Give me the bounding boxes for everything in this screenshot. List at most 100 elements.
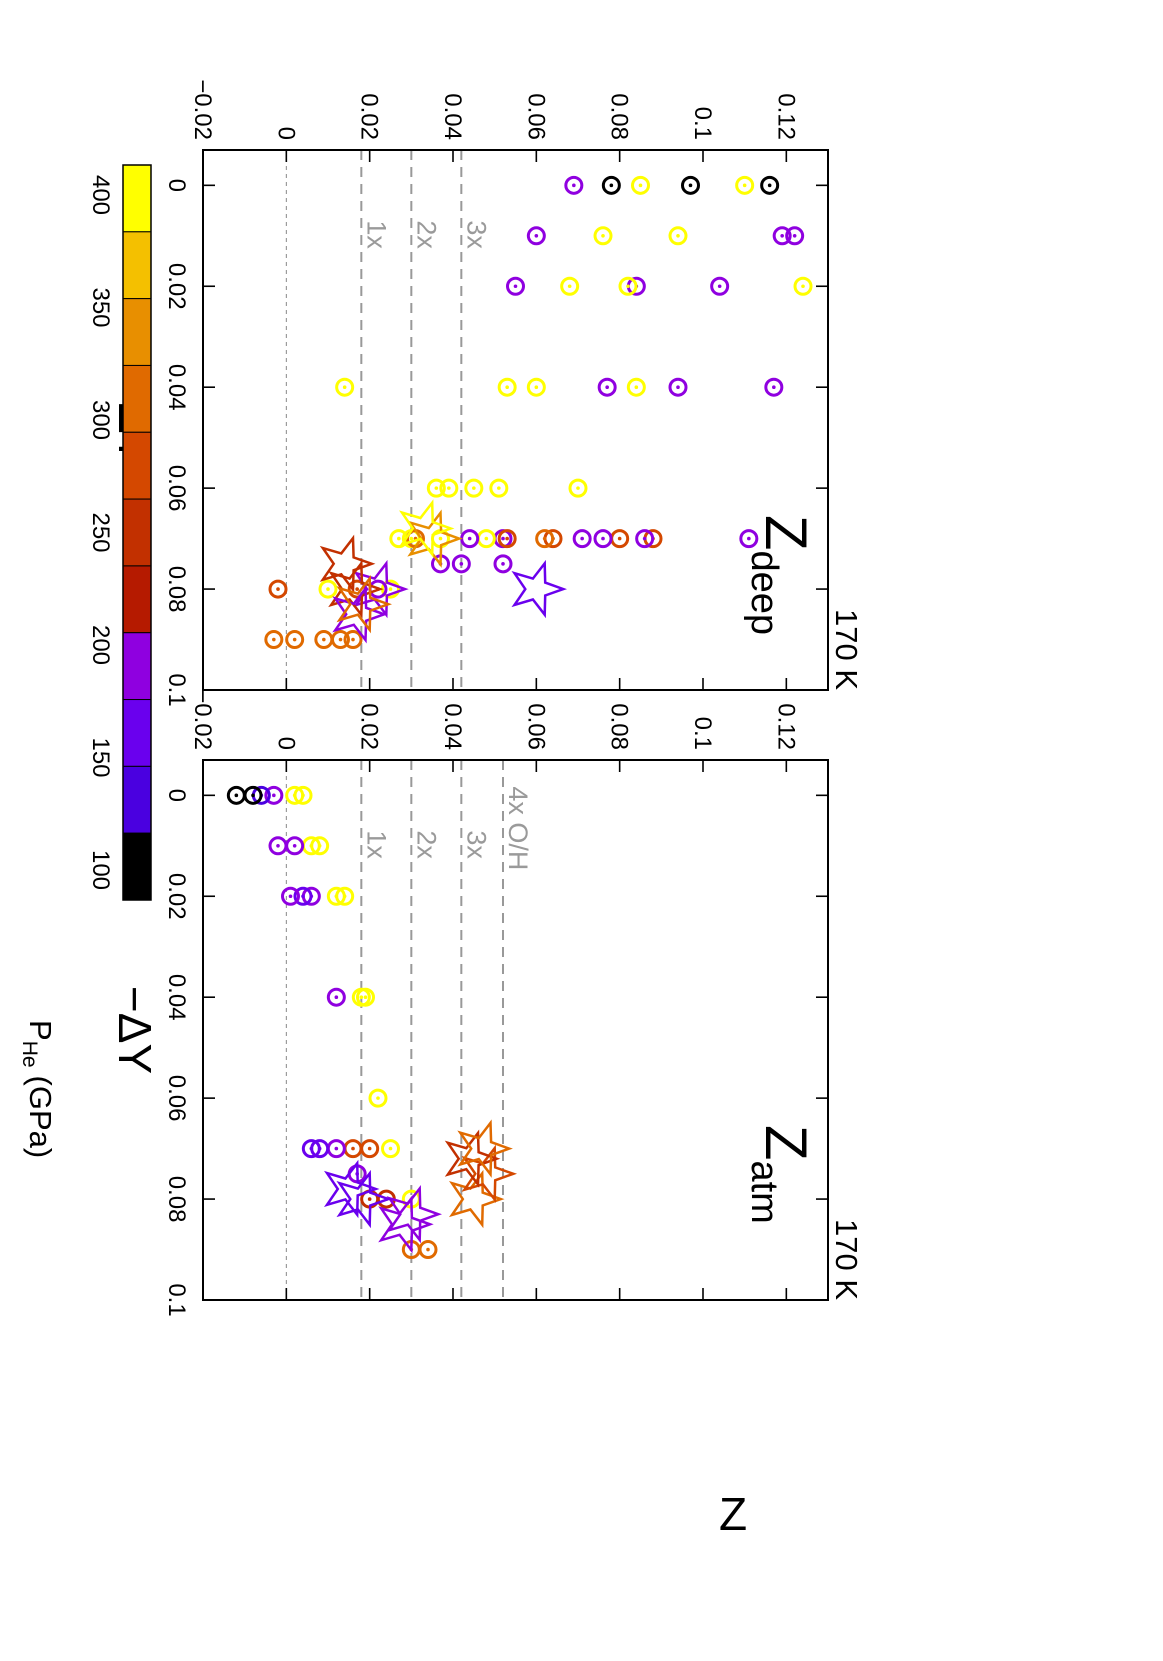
data-point-ring: [226, 785, 246, 805]
data-point-dot: [355, 587, 359, 591]
data-point-ring: [593, 226, 613, 246]
data-point-ring: [343, 630, 363, 650]
data-point-dot: [638, 183, 643, 188]
data-point-ring: [618, 276, 638, 296]
data-point-dot: [505, 385, 509, 389]
data-point-dot: [542, 536, 547, 541]
data-point: [785, 226, 805, 246]
colorbar-segment: [122, 298, 152, 366]
data-point-dot: [334, 1146, 339, 1151]
star-marker: [457, 1119, 513, 1178]
data-point: [772, 226, 792, 246]
data-point: [460, 529, 480, 549]
reference-line-label: 2x: [411, 220, 441, 249]
panel-title: Zdeep: [743, 515, 818, 635]
data-point-dot: [409, 536, 414, 541]
data-point-dot: [484, 536, 489, 541]
star-marker: [399, 499, 455, 558]
data-point-dot: [580, 536, 584, 541]
data-point: [264, 630, 284, 650]
colorbar-segment: [122, 364, 152, 433]
data-point: [535, 529, 555, 549]
data-point: [593, 529, 613, 549]
x-tick-label: 0.08: [163, 1176, 190, 1223]
data-point-ring: [626, 377, 646, 397]
data-point-ring: [772, 226, 792, 246]
colorbar-segment: [122, 832, 152, 901]
data-point: [626, 377, 646, 397]
data-point-ring: [535, 529, 555, 549]
data-point-ring: [568, 478, 588, 498]
data-point-ring: [681, 175, 700, 195]
data-point-dot: [534, 385, 539, 389]
data-point-dot: [497, 486, 501, 490]
data-point: [381, 1139, 400, 1159]
x-tick-label: 0.08: [163, 566, 190, 613]
colorbar-tick-label: 350: [87, 287, 114, 327]
data-point-ring: [418, 1240, 438, 1260]
y-tick-label: 0.06: [522, 93, 549, 140]
data-point-dot: [747, 536, 751, 541]
data-point-dot: [342, 385, 347, 389]
data-point-ring: [335, 377, 355, 397]
data-point-dot: [234, 793, 239, 798]
data-point-dot: [388, 1146, 393, 1151]
data-point: [226, 785, 246, 805]
data-point: [343, 630, 363, 650]
colorbar-title: PHe(GPa): [18, 1020, 58, 1158]
data-point: [268, 836, 288, 856]
data-point-ring: [351, 987, 371, 1007]
colorbar-tick-label: 300: [87, 400, 114, 440]
colorbar-frame: [122, 164, 152, 901]
x-tick-label: 0.1: [163, 673, 190, 706]
reference-line-label: 2x: [411, 830, 441, 859]
data-point-dot: [792, 233, 797, 238]
data-point-dot: [438, 536, 443, 541]
data-point-ring: [668, 226, 688, 246]
data-point-dot: [513, 284, 518, 289]
x-tick-label: 0.04: [163, 364, 190, 411]
data-point-dot: [251, 793, 255, 798]
data-point: [597, 377, 617, 397]
y-tick-label: 0.04: [439, 93, 466, 140]
star-marker: [444, 1129, 501, 1188]
data-point-dot: [351, 637, 355, 642]
data-point: [301, 836, 321, 856]
data-point-dot: [801, 284, 805, 289]
data-point-dot: [334, 894, 339, 899]
data-point-dot: [609, 183, 614, 188]
data-point-dot: [388, 587, 393, 591]
y-tick-label: 0.1: [689, 107, 716, 140]
data-point-ring: [439, 478, 459, 498]
data-point: [318, 579, 338, 599]
x-tick-label: 0.02: [163, 263, 190, 310]
data-point-ring: [631, 175, 650, 195]
data-point-dot: [309, 1146, 314, 1151]
data-point-dot: [309, 843, 314, 848]
reference-line-label: 3x: [461, 220, 491, 249]
data-point-ring: [293, 886, 313, 906]
data-point: [739, 529, 759, 549]
star-marker: [336, 1169, 393, 1229]
data-point: [426, 478, 446, 498]
data-point-dot: [780, 233, 784, 238]
data-point: [764, 377, 784, 397]
data-point-ring: [764, 377, 784, 397]
data-point: [285, 836, 305, 856]
data-point-ring: [318, 579, 338, 599]
data-point-dot: [572, 183, 576, 188]
temperature-label: 170 K: [829, 609, 864, 690]
star-marker: [323, 1159, 380, 1219]
y-tick-label: 0: [272, 737, 299, 750]
data-point: [268, 579, 288, 599]
data-point-dot: [334, 995, 339, 999]
data-point: [572, 529, 592, 549]
y-tick-label: 0.1: [689, 717, 716, 750]
data-point-ring: [497, 529, 517, 549]
data-point: [668, 377, 688, 397]
axes-frame: [202, 149, 829, 691]
panel-title: Zatm: [743, 1125, 818, 1224]
data-point-dot: [567, 284, 572, 289]
colorbar-segment: [122, 765, 152, 834]
